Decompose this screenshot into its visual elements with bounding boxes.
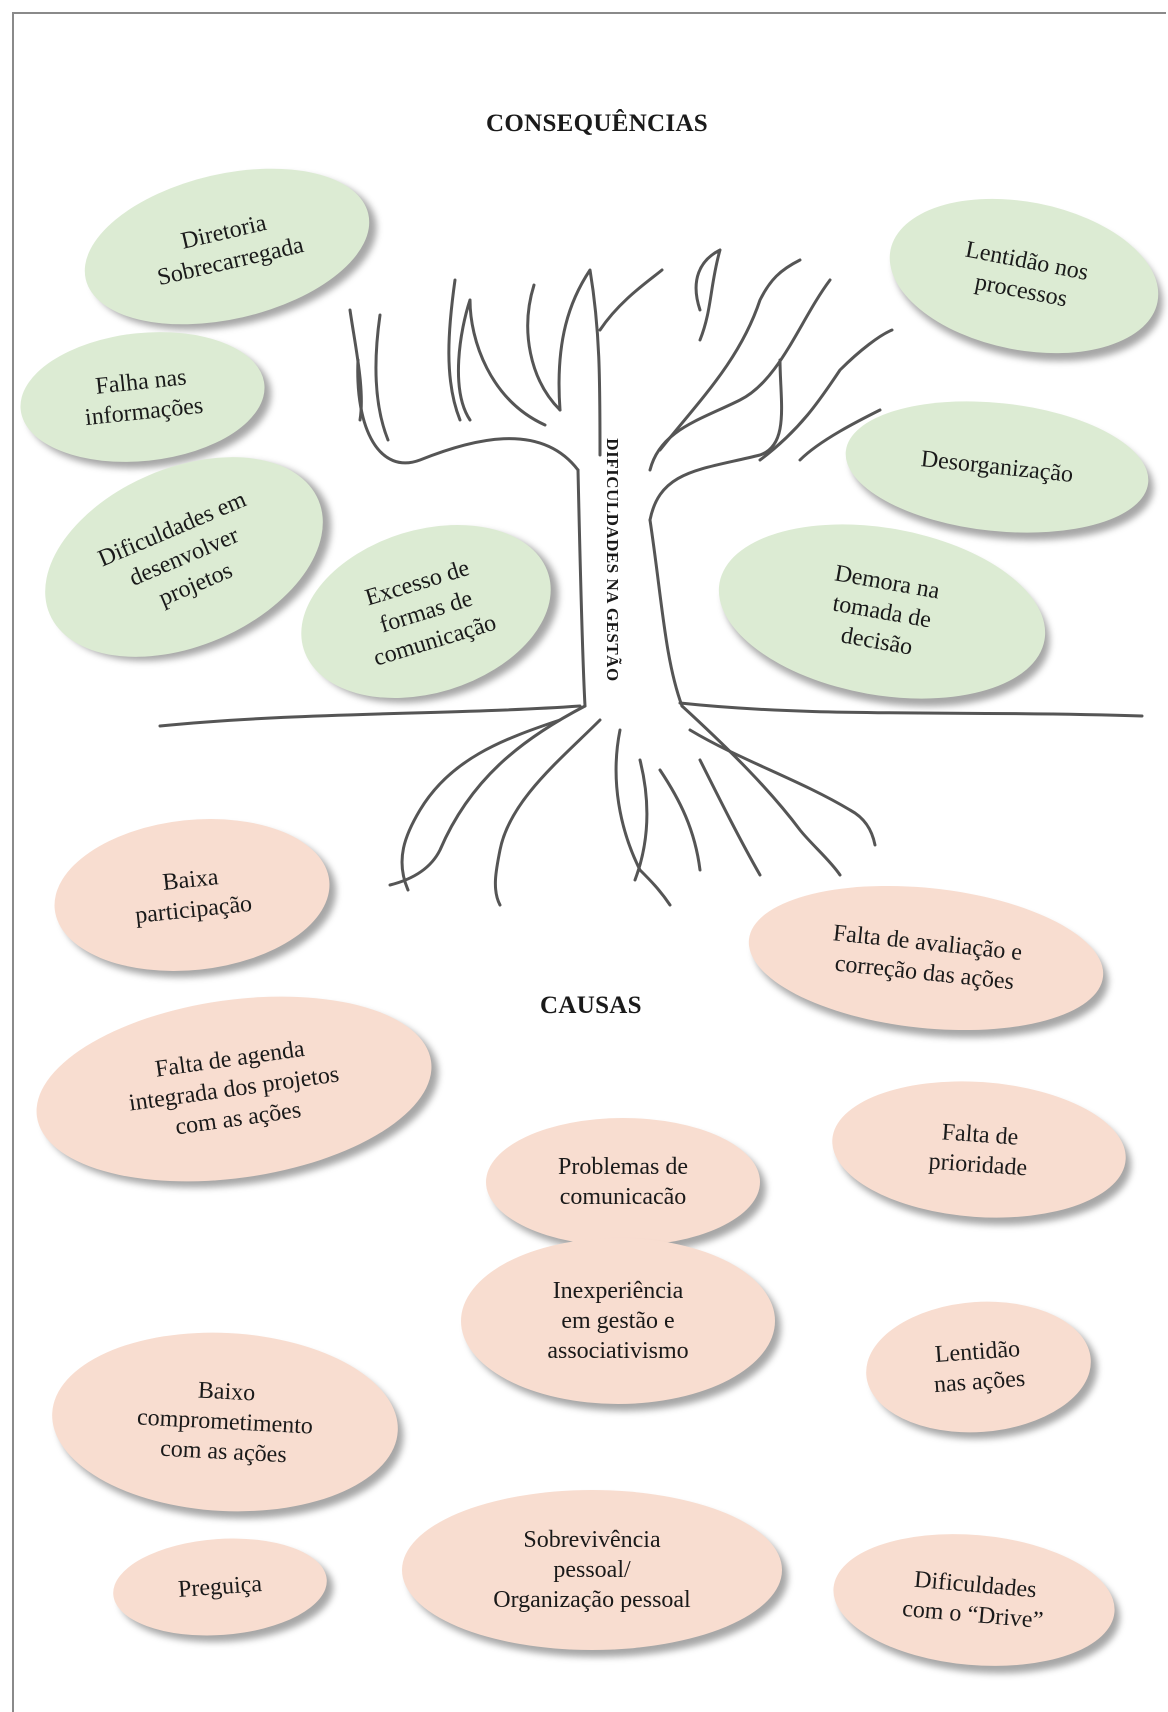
bubble-text: Preguiça: [177, 1571, 263, 1603]
bubble-text: Dificuldades com o “Drive”: [901, 1566, 1045, 1635]
bubble-text: Inexperiência em gestão e associativismo: [547, 1278, 689, 1364]
bubble-text: Falta de agenda integrada dos projetos c…: [127, 1035, 341, 1141]
bubble-text: Demora na tomada de decisão: [830, 559, 942, 661]
bubble-text: Baixa participação: [133, 864, 254, 929]
bubble-text: Problemas de comunicacão: [558, 1154, 688, 1210]
bubble-text: Lentidão nas ações: [933, 1336, 1026, 1399]
bubble-text: Desorganização: [919, 446, 1075, 488]
bubble-text: Diretoria Sobrecarregada: [154, 209, 307, 291]
bubble-text: Lentidão nos processos: [963, 236, 1091, 313]
trunk-label: DIFICULDADES NA GESTÃO: [603, 438, 622, 682]
bubble-text: Dificuldades em desenvolver projetos: [94, 486, 251, 612]
bubble-text: Falha nas informações: [83, 364, 205, 432]
page-frame: [12, 12, 1166, 1712]
bubble-text: Sobrevivência pessoal/ Organização pesso…: [493, 1527, 691, 1613]
bubble-text: Excesso de formas de comunicação: [362, 554, 500, 672]
bubble-text: Falta de prioridade: [927, 1118, 1029, 1181]
bubble-text: Falta de avaliação e correção das ações: [831, 920, 1024, 996]
cause-sobrevivencia: Sobrevivência pessoal/ Organização pesso…: [402, 1490, 782, 1650]
cause-problemas-comunicacao: Problemas de comunicacão: [486, 1118, 760, 1246]
bubble-text: Baixo comprometimento com as ações: [136, 1377, 314, 1469]
cause-inexperiencia: Inexperiência em gestão e associativismo: [461, 1238, 775, 1404]
consequences-heading: CONSEQUÊNCIAS: [486, 110, 709, 137]
causes-heading: CAUSAS: [540, 992, 642, 1019]
